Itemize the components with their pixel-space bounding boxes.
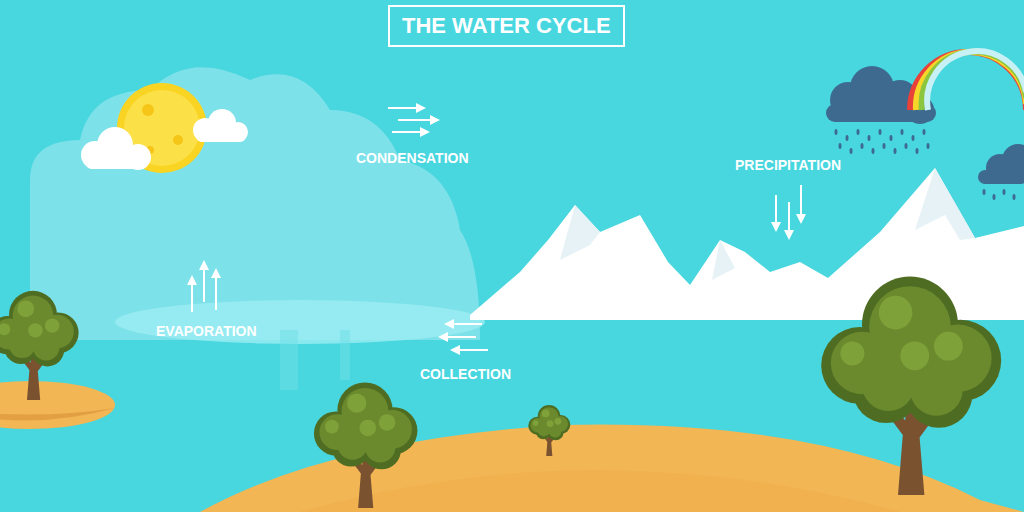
- sand-islands-part: [0, 408, 115, 421]
- rain-clouds-part-part: [894, 148, 897, 154]
- process-arrows-part: [440, 336, 476, 338]
- process-label: COLLECTION: [420, 366, 511, 382]
- rainbow: [910, 51, 1024, 110]
- lake-part: [115, 300, 485, 344]
- rain-clouds-part-part: [872, 148, 875, 154]
- rain-clouds-part-part: [983, 189, 986, 195]
- process-arrows-part: [452, 349, 488, 351]
- big-cloud: [30, 67, 480, 340]
- sun-part: [142, 104, 154, 116]
- process-label: PRECIPITATION: [735, 157, 841, 173]
- rain-clouds-part-part: [879, 129, 882, 135]
- rain-clouds-part-part: [835, 129, 838, 135]
- white-clouds-part: [85, 155, 147, 169]
- rain-clouds-part-part: [846, 135, 849, 141]
- process-arrows-part: [215, 270, 217, 310]
- rain-clouds-part-part: [1003, 189, 1006, 195]
- rainbow-part: [910, 52, 1024, 110]
- process-arrows-part: [392, 131, 428, 133]
- trees-part: [821, 277, 1001, 495]
- rain-clouds-part-part: [993, 194, 996, 200]
- title-box: THE WATER CYCLE: [388, 5, 625, 47]
- process-arrows-part: [191, 277, 193, 312]
- rain-clouds-part-part: [901, 129, 904, 135]
- big-cloud-part: [30, 67, 480, 340]
- mountains-part: [560, 168, 975, 280]
- trees-part: [0, 291, 79, 400]
- rain-clouds-part-part: [890, 135, 893, 141]
- white-clouds: [81, 109, 248, 170]
- process-arrows-part: [388, 107, 424, 109]
- rain-clouds-part-part: [916, 148, 919, 154]
- trees-part: [314, 382, 418, 508]
- rainbow-part: [916, 52, 1024, 110]
- rain-clouds-part-part: [927, 143, 930, 149]
- rain-clouds-part-part: [839, 143, 842, 149]
- process-arrows-part: [775, 195, 777, 230]
- process-arrows-part: [446, 323, 482, 325]
- process-arrows-part: [800, 185, 802, 222]
- process-arrows: [192, 108, 801, 350]
- rainbow-part: [922, 52, 1024, 110]
- process-arrows-part: [788, 202, 790, 238]
- rain-clouds-part-part: [905, 143, 908, 149]
- rain-clouds-part-part: [978, 170, 1024, 184]
- trees-part: [528, 405, 570, 456]
- sun-part: [173, 135, 183, 145]
- rain-clouds-part-part: [923, 129, 926, 135]
- process-label: EVAPORATION: [156, 323, 257, 339]
- rainbow-part: [927, 51, 1024, 110]
- process-label: CONDENSATION: [356, 150, 469, 166]
- sand-islands-part: [300, 470, 900, 512]
- rain-clouds-part-part: [912, 135, 915, 141]
- trees: [0, 277, 1001, 508]
- process-arrows-part: [203, 262, 205, 302]
- white-clouds-part: [196, 130, 246, 142]
- lake-part: [280, 330, 298, 390]
- rain-clouds-part-part: [850, 148, 853, 154]
- rain-clouds-part-part: [883, 143, 886, 149]
- sand-islands-part: [0, 381, 115, 429]
- rain-clouds-part-part: [861, 143, 864, 149]
- rain-clouds-part: [835, 129, 1016, 200]
- lake-part: [340, 330, 350, 380]
- process-arrows-part: [398, 119, 438, 121]
- rain-clouds-part-part: [868, 135, 871, 141]
- rain-clouds-part-part: [857, 129, 860, 135]
- rain-clouds-part-part: [1013, 194, 1016, 200]
